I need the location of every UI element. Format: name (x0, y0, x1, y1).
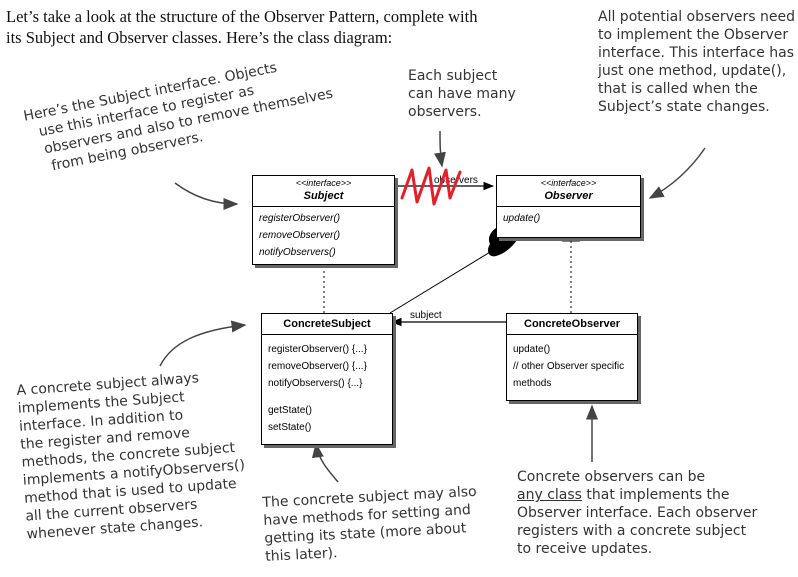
method: registerObserver() {...} (268, 344, 367, 355)
note-line: All potential observers need (598, 9, 796, 25)
method: notifyObservers() {...} (268, 378, 363, 389)
note-line: Concrete observers can be (517, 469, 706, 485)
note-line: Subject’s state changes. (598, 99, 770, 115)
note-line: any class that implements the (517, 486, 757, 504)
class-name: Observer (544, 190, 593, 202)
subject-role-label: subject (410, 310, 442, 321)
stereotype-label: <<interface>> (295, 178, 352, 188)
method: update() (503, 213, 541, 224)
many-scribble (400, 166, 462, 206)
note-concrete-subject: A concrete subject always implements the… (16, 366, 249, 543)
note-many-observers: Each subject can have many observers. (408, 67, 516, 121)
note-line: registers with a concrete subject (517, 523, 747, 539)
method-list: update() // other Observer specific meth… (507, 335, 637, 400)
class-header: ConcreteSubject (262, 314, 392, 335)
observer-interface-box: <<interface>> Observer update() (496, 175, 641, 238)
note-fragment: that implements the (581, 487, 730, 503)
note-subject-state: The concrete subject may also have metho… (262, 483, 480, 566)
method: methods (513, 378, 552, 389)
class-name: ConcreteObserver (524, 318, 620, 330)
dependency-concretesubject-observer (389, 245, 501, 314)
method: getState() (268, 405, 312, 416)
class-header: <<interface>> Observer (497, 176, 640, 207)
note-line: Observer interface. Each observer (517, 505, 758, 521)
method-list: update() (497, 207, 640, 237)
note-arrow-observer-interface (648, 147, 706, 199)
note-arrow-many-observers (434, 130, 446, 168)
subject-interface-box: <<interface>> Subject registerObserver()… (252, 175, 395, 265)
class-header: <<interface>> Subject (253, 176, 394, 207)
intro-line-2: its Subject and Observer classes. Here’s… (6, 28, 393, 47)
method: registerObserver() (259, 213, 341, 224)
note-line: to implement the Observer (598, 27, 789, 43)
intro-line-1: Let’s take a look at the structure of th… (6, 7, 478, 26)
class-header: ConcreteObserver (507, 314, 637, 335)
method: notifyObservers() (259, 247, 336, 258)
method-list: registerObserver() removeObserver() noti… (253, 207, 394, 264)
stereotype-label: <<interface>> (540, 178, 597, 188)
underlined-any-class: any class (517, 487, 582, 503)
note-observer-interface: All potential observers need to implemen… (598, 8, 795, 116)
method: setState() (268, 422, 312, 433)
note-line: to receive updates. (517, 541, 653, 557)
note-line: interface. This interface has (598, 45, 795, 61)
note-arrow-concrete-subject (159, 320, 247, 367)
method-list: registerObserver() {...} removeObserver(… (262, 335, 392, 444)
method: // other Observer specific (513, 361, 625, 372)
note-line: Each subject (408, 68, 498, 84)
note-line: that is called when the (598, 81, 758, 97)
note-arrow-subject-interface (174, 182, 239, 210)
note-line: just one method, update(), (598, 63, 787, 79)
method-spacer (268, 392, 386, 402)
class-name: ConcreteSubject (283, 318, 371, 330)
concrete-subject-box: ConcreteSubject registerObserver() {...}… (261, 313, 393, 445)
note-concrete-observers: Concrete observers can be any class that… (517, 468, 757, 558)
note-arrow-subject-state (311, 442, 339, 483)
intro-text: Let’s take a look at the structure of th… (6, 6, 526, 48)
note-line: observers. (408, 104, 482, 120)
method: removeObserver() (259, 230, 341, 241)
method: update() (513, 344, 551, 355)
note-line: can have many (408, 86, 516, 102)
method: removeObserver() {...} (268, 361, 367, 372)
concrete-observer-box: ConcreteObserver update() // other Obser… (506, 313, 638, 401)
class-name: Subject (303, 190, 344, 202)
